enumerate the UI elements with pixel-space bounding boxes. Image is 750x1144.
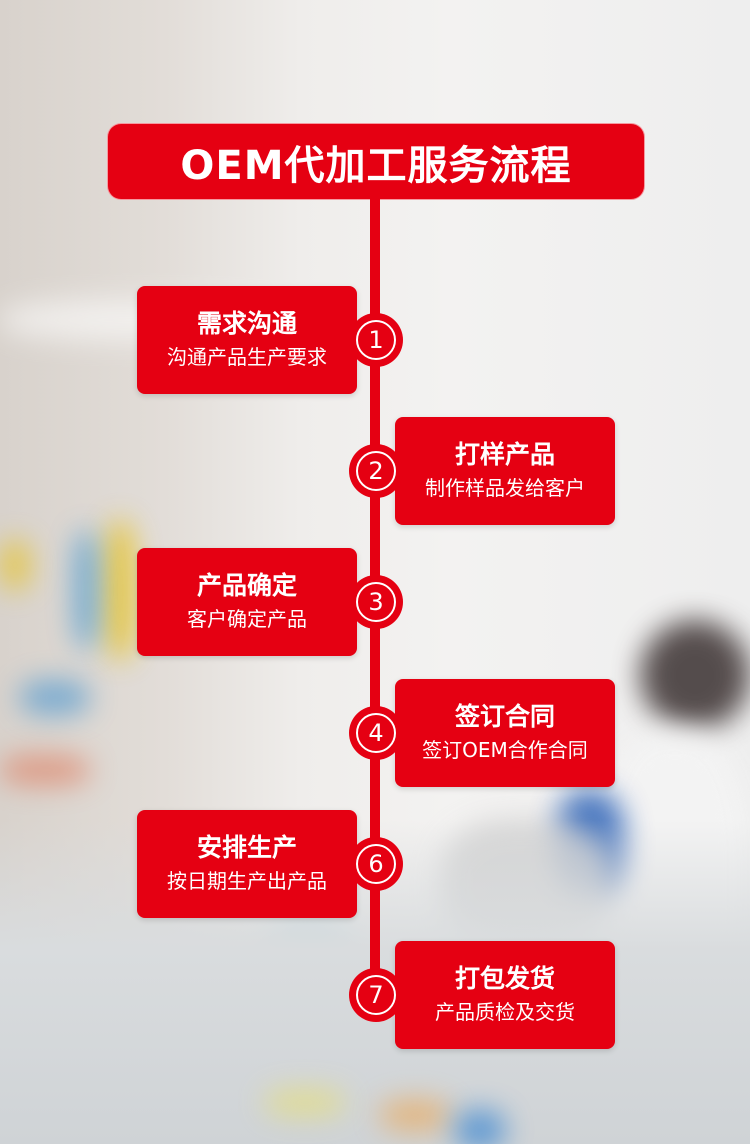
background-blue-tube bbox=[75, 530, 97, 650]
background-blue-flask bbox=[20, 680, 90, 715]
step-description: 产品质检及交货 bbox=[435, 1000, 575, 1024]
step-description: 沟通产品生产要求 bbox=[167, 345, 327, 369]
background-scientist-hair bbox=[640, 620, 750, 730]
step-number: 7 bbox=[356, 975, 396, 1015]
background-petri-orange bbox=[380, 1100, 450, 1130]
step-card-7: 打包发货 产品质检及交货 bbox=[395, 941, 615, 1049]
step-number-badge-7: 7 bbox=[349, 968, 403, 1022]
step-number-badge-2: 2 bbox=[349, 444, 403, 498]
step-title: 打样产品 bbox=[454, 440, 555, 469]
background-petri-yellow bbox=[265, 1090, 345, 1115]
step-card-4: 签订合同 签订OEM合作合同 bbox=[395, 679, 615, 787]
step-number-badge-6: 6 bbox=[349, 837, 403, 891]
step-card-3: 产品确定 客户确定产品 bbox=[137, 548, 357, 656]
step-number-badge-3: 3 bbox=[349, 575, 403, 629]
background-yellow-tube bbox=[105, 520, 135, 660]
step-number: 6 bbox=[356, 844, 396, 884]
step-description: 客户确定产品 bbox=[187, 607, 307, 631]
step-title: 打包发货 bbox=[454, 964, 555, 993]
step-description: 签订OEM合作合同 bbox=[422, 738, 588, 762]
step-number: 1 bbox=[356, 320, 396, 360]
step-number: 2 bbox=[356, 451, 396, 491]
step-title: 需求沟通 bbox=[196, 309, 297, 338]
background-orange-liquid bbox=[0, 755, 90, 785]
step-card-2: 打样产品 制作样品发给客户 bbox=[395, 417, 615, 525]
step-number-badge-1: 1 bbox=[349, 313, 403, 367]
step-card-1: 需求沟通 沟通产品生产要求 bbox=[137, 286, 357, 394]
step-number-badge-4: 4 bbox=[349, 706, 403, 760]
step-description: 制作样品发给客户 bbox=[425, 476, 585, 500]
step-number: 3 bbox=[356, 582, 396, 622]
step-title: 产品确定 bbox=[196, 571, 297, 600]
background-yellow-left bbox=[0, 540, 30, 590]
page-title: OEM代加工服务流程 bbox=[107, 123, 645, 200]
step-title: 安排生产 bbox=[196, 833, 297, 862]
background-blue-bottle bbox=[455, 1110, 505, 1144]
step-card-6: 安排生产 按日期生产出产品 bbox=[137, 810, 357, 918]
step-number: 4 bbox=[356, 713, 396, 753]
step-title: 签订合同 bbox=[454, 702, 555, 731]
step-description: 按日期生产出产品 bbox=[167, 869, 327, 893]
